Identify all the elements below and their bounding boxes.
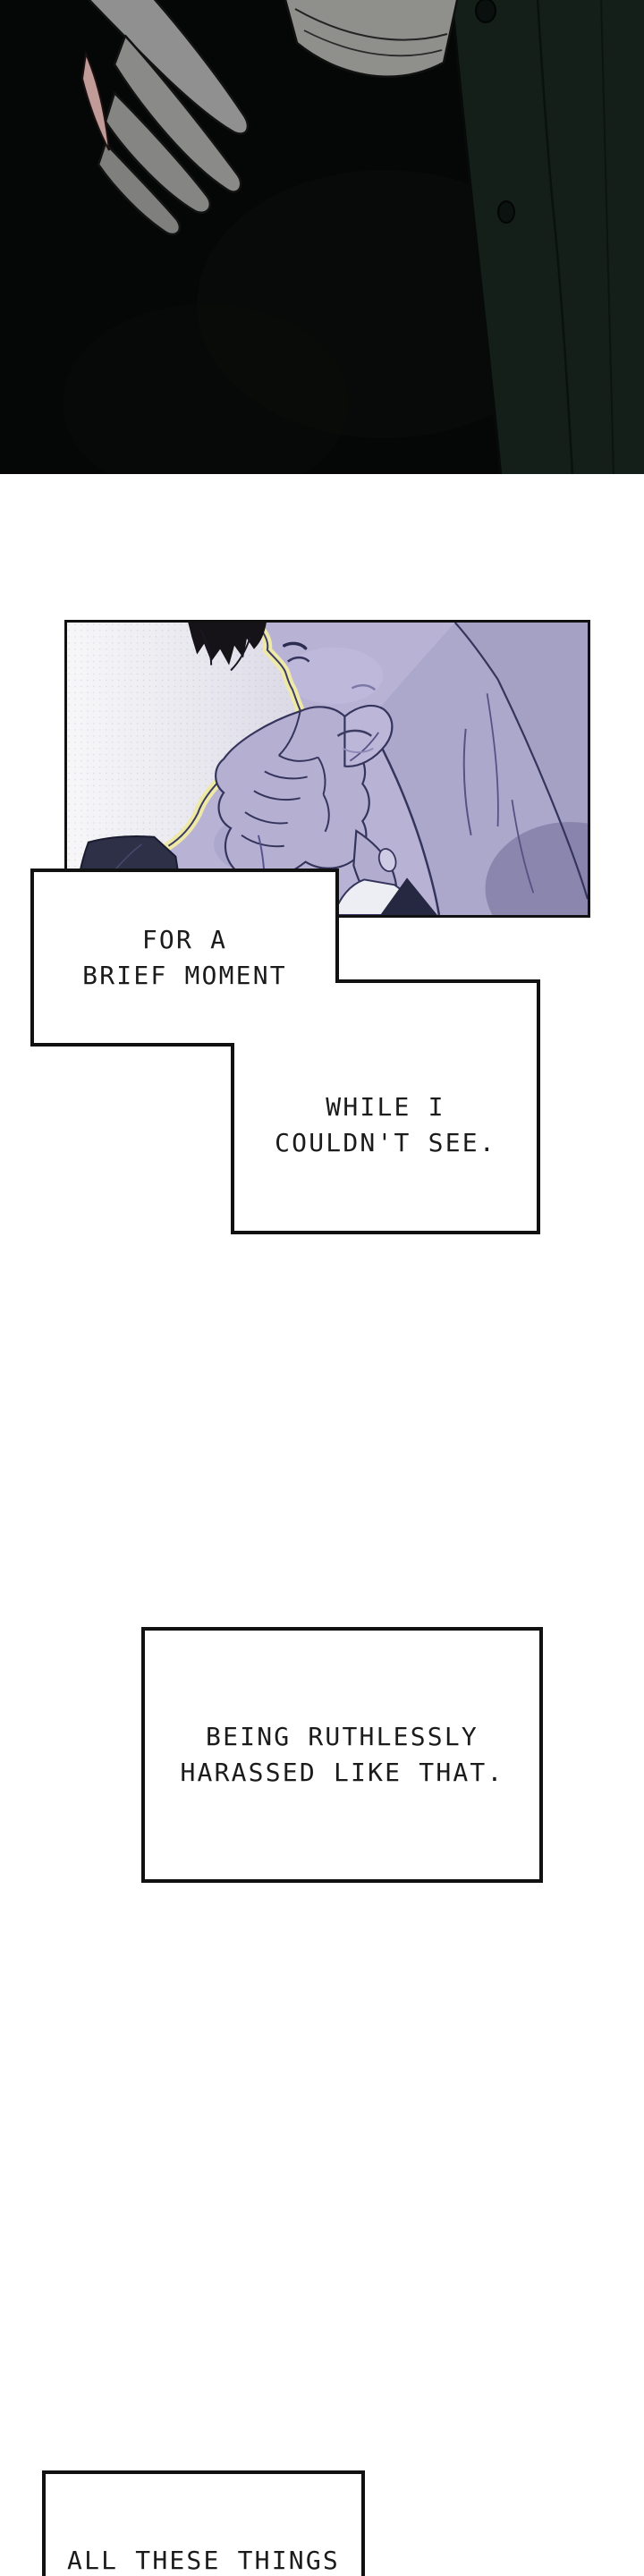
lip-line: [336, 729, 373, 737]
collar-shadow-wedge: [380, 877, 437, 915]
lip-shadow-line: [342, 747, 374, 754]
shirt-fold: [294, 8, 448, 41]
caption-box-2: WHILE I COULDN'T SEE.: [233, 981, 538, 1233]
jacket-button-2: [497, 200, 515, 224]
hair-shape: [188, 623, 267, 665]
jacket-seam-2: [600, 0, 614, 474]
caption-3-line-2: HARASSED LIKE THAT.: [180, 1758, 504, 1787]
caption-2-line-2: COULDN'T SEE.: [275, 1128, 496, 1157]
profile-outline: [167, 623, 302, 847]
caption-2-line-1: WHILE I: [326, 1092, 445, 1122]
hair-strand-2: [230, 636, 251, 672]
nostril-line: [286, 656, 310, 663]
panel-dark-figure: [0, 0, 644, 474]
thumb-line: [349, 732, 379, 762]
hand-shape: [88, 0, 250, 236]
dark-figure-art: [0, 0, 644, 474]
shirt-fold-2: [303, 30, 443, 57]
eye-lash-line: [283, 641, 308, 650]
jacket-button: [475, 0, 496, 23]
thinking-face-art: [67, 623, 588, 915]
cheek-highlight: [284, 647, 384, 705]
fingernail: [377, 848, 397, 873]
arm-shadow: [485, 821, 588, 915]
caption-1-line-1: FOR A: [141, 924, 228, 954]
shoulder-fold-2: [486, 693, 499, 826]
jaw-line: [367, 721, 441, 915]
caption-box-1: FOR A BRIEF MOMENT: [32, 870, 337, 1045]
wrist-shape: [80, 50, 110, 151]
caption-box-3: BEING RUTHLESSLY HARASSED LIKE THAT.: [141, 1627, 543, 1883]
shoulder-fold: [462, 728, 472, 836]
panel-thinking-face: [64, 620, 590, 918]
jacket-seam: [536, 0, 574, 474]
arm-edge-line: [453, 623, 588, 900]
fist-finger-lines: [241, 710, 330, 848]
caption-union-path: [30, 869, 540, 1234]
arm-shape: [454, 623, 588, 900]
caption-3-line-1: BEING RUTHLESSLY: [206, 1722, 479, 1751]
caption-boxes-outline: [30, 869, 540, 1234]
trouser-sheen-2: [63, 304, 349, 474]
shoulder-fold-3: [511, 800, 535, 894]
caption-1-line-2: BRIEF MOMENT: [82, 960, 287, 990]
shirt-hem: [284, 0, 459, 78]
cheek-line: [351, 683, 377, 691]
caption-4-line-1: ALL THESE THINGS: [67, 2546, 340, 2575]
thumb-shape: [343, 704, 394, 767]
jacket-shape: [450, 0, 644, 474]
caption-box-4: ALL THESE THINGS: [42, 2470, 365, 2576]
hair-strand: [199, 629, 213, 665]
